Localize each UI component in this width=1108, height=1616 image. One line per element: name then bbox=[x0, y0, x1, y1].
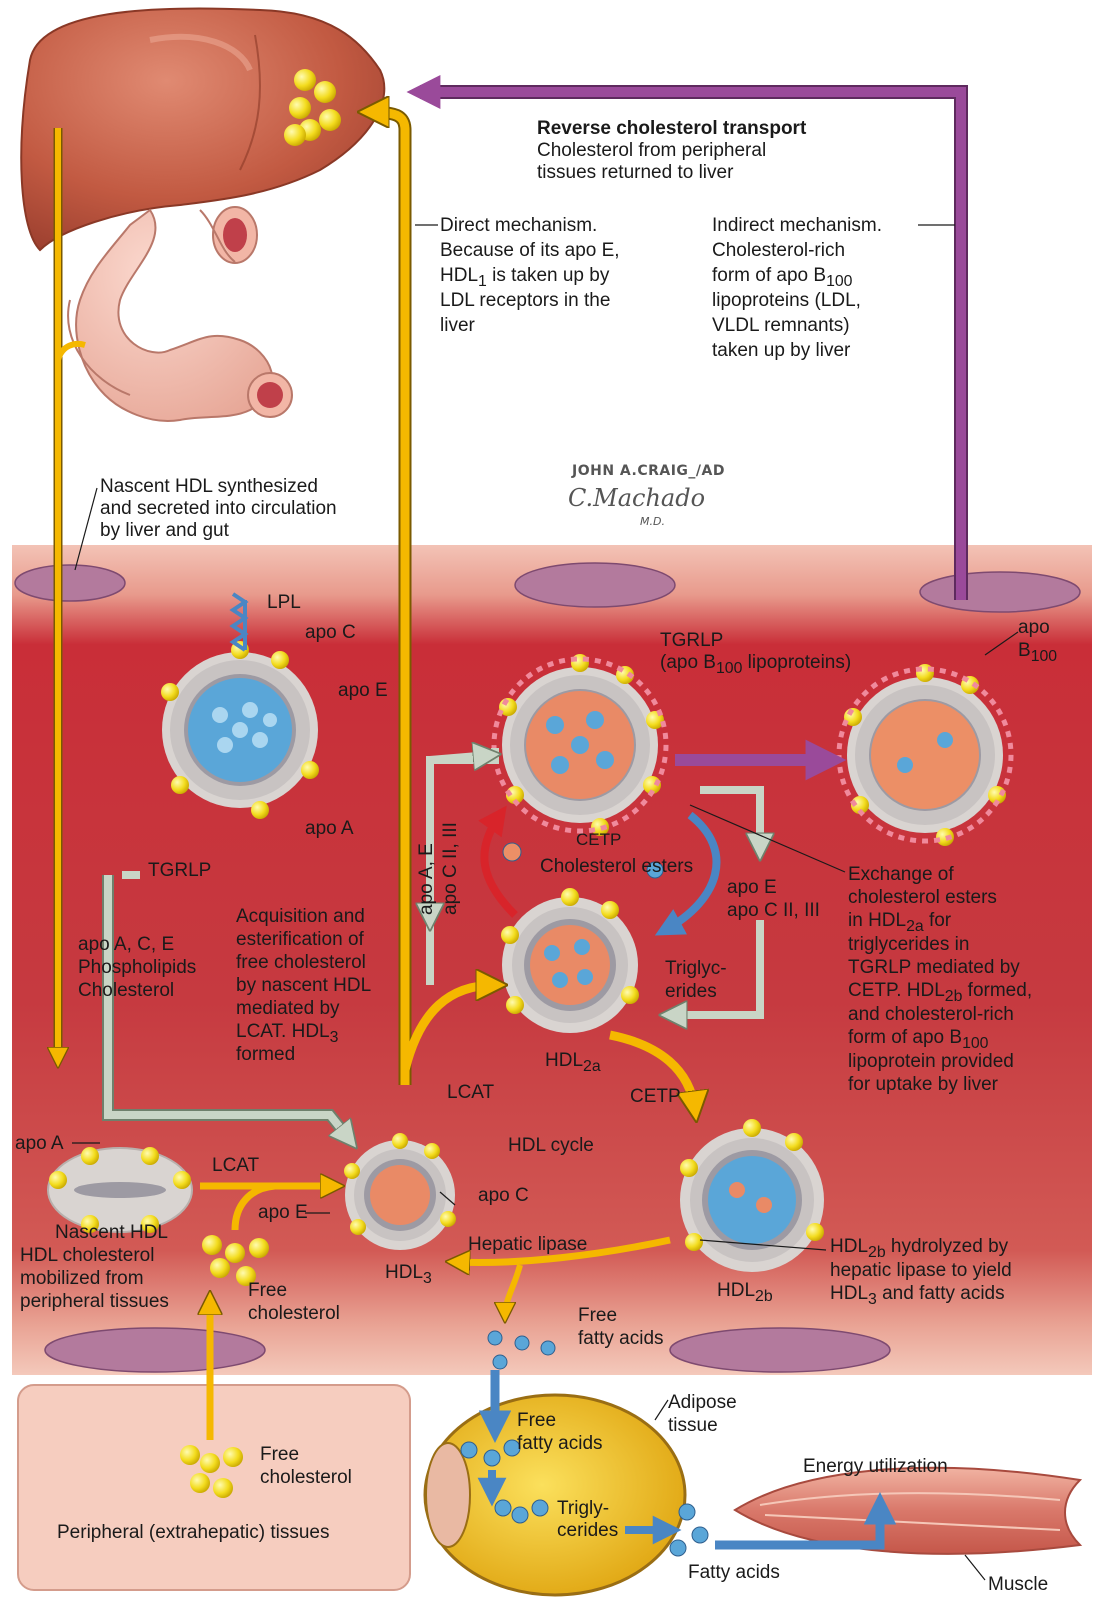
label-apo-c23-mid: apo C II, III bbox=[727, 900, 820, 922]
title-line-1: Cholesterol from peripheral bbox=[537, 140, 766, 162]
label-peripheral-tissues: Peripheral (extrahepatic) tissues bbox=[57, 1522, 329, 1544]
label-apo-ace: apo A, C, E bbox=[78, 934, 174, 956]
label-muscle: Muscle bbox=[988, 1574, 1048, 1596]
label-fatty-acids: Fatty acids bbox=[688, 1562, 780, 1584]
leader-line bbox=[655, 1400, 668, 1420]
acquisition-line-1: Acquisition and bbox=[236, 906, 365, 928]
direct-mechanism-line-5: liver bbox=[440, 315, 475, 337]
label-tgrlp: TGRLP bbox=[660, 630, 723, 652]
indirect-mechanism-line-4: lipoproteins (LDL, bbox=[712, 290, 861, 312]
label-free-fa-2: fatty acids bbox=[578, 1328, 664, 1350]
label-lpl: LPL bbox=[267, 592, 301, 614]
label-adipose-1: Adipose bbox=[668, 1392, 737, 1414]
label-apo-b100-1: apo bbox=[1018, 617, 1050, 639]
label-free-fa-adipose-2: fatty acids bbox=[517, 1433, 603, 1455]
label-triglycerides-1: Triglyc- bbox=[665, 958, 727, 980]
nascent-hdl-disc bbox=[48, 1147, 192, 1233]
title-heading: Reverse cholesterol transport bbox=[537, 118, 806, 140]
label-apo-a-top: apo A bbox=[305, 818, 354, 840]
apo-to-tgrlp-arrow bbox=[430, 755, 490, 760]
label-hepatic-lipase: Hepatic lipase bbox=[468, 1234, 587, 1256]
indirect-mechanism-line-3: form of apo B100 bbox=[712, 265, 852, 293]
title-line-2: tissues returned to liver bbox=[537, 162, 733, 184]
label-apo-b100-2: B100 bbox=[1018, 640, 1057, 668]
direct-mechanism-line-2: Because of its apo E, bbox=[440, 240, 620, 262]
label-free-cholesterol-2: cholesterol bbox=[248, 1303, 340, 1325]
acquisition-line-5: mediated by bbox=[236, 998, 340, 1020]
label-apo-a-left: apo A bbox=[15, 1133, 64, 1155]
direct-mechanism-line-1: Direct mechanism. bbox=[440, 215, 597, 237]
label-phospholipids: Phospholipids bbox=[78, 957, 196, 979]
indirect-mechanism-line-6: taken up by liver bbox=[712, 340, 850, 362]
acquisition-line-4: by nascent HDL bbox=[236, 975, 371, 997]
exchange-line-4: triglycerides in bbox=[848, 934, 969, 956]
label-apo-c-left: apo C bbox=[478, 1185, 529, 1207]
label-trigly-adipose-2: cerides bbox=[557, 1520, 618, 1542]
exchange-line-7: and cholesterol-rich bbox=[848, 1004, 1014, 1026]
label-cetp-top: CETP bbox=[576, 830, 621, 850]
acquisition-line-7: formed bbox=[236, 1044, 295, 1066]
indirect-mechanism-line-5: VLDL remnants) bbox=[712, 315, 850, 337]
label-tgrlp-left: TGRLP bbox=[148, 860, 211, 882]
label-cholesterol: Cholesterol bbox=[78, 980, 174, 1002]
label-free-fa-adipose-1: Free bbox=[517, 1410, 556, 1432]
indirect-mechanism-line-2: Cholesterol-rich bbox=[712, 240, 845, 262]
exchange-line-2: cholesterol esters bbox=[848, 887, 997, 909]
label-periph-free-1: Free bbox=[260, 1444, 299, 1466]
label-apo-e-top: apo E bbox=[338, 680, 388, 702]
gut bbox=[68, 207, 292, 421]
nascent-note-line-2: and secreted into circulation bbox=[100, 498, 337, 520]
label-lcat-mid: LCAT bbox=[447, 1082, 494, 1104]
indirect-mechanism-line-1: Indirect mechanism. bbox=[712, 215, 882, 237]
label-cetp-mid: CETP bbox=[630, 1086, 681, 1108]
nascent-left-line-1: Nascent HDL bbox=[55, 1222, 168, 1244]
nascent-note-line-1: Nascent HDL synthesized bbox=[100, 476, 318, 498]
label-periph-free-2: cholesterol bbox=[260, 1467, 352, 1489]
signature-md: M.D. bbox=[640, 515, 665, 528]
label-apo-c-top: apo C bbox=[305, 622, 356, 644]
nascent-left-line-4: peripheral tissues bbox=[20, 1291, 169, 1313]
label-free-cholesterol-1: Free bbox=[248, 1280, 287, 1302]
label-adipose-2: tissue bbox=[668, 1415, 718, 1437]
direct-mechanism-line-4: LDL receptors in the bbox=[440, 290, 610, 312]
nascent-left-line-2: HDL cholesterol bbox=[20, 1245, 154, 1267]
label-apo-e-left: apo E bbox=[258, 1202, 308, 1224]
label-hdl2b: HDL2b bbox=[717, 1280, 773, 1308]
label-hdl3: HDL3 bbox=[385, 1262, 432, 1290]
exchange-line-9: lipoprotein provided bbox=[848, 1051, 1014, 1073]
label-cholesterol-esters: Cholesterol esters bbox=[540, 856, 693, 878]
label-trigly-adipose-1: Trigly- bbox=[557, 1498, 609, 1520]
label-free-fa-1: Free bbox=[578, 1305, 617, 1327]
leader-line bbox=[965, 1555, 985, 1580]
exchange-line-10: for uptake by liver bbox=[848, 1074, 998, 1096]
label-energy-utilization: Energy utilization bbox=[803, 1456, 948, 1478]
acquisition-line-2: esterification of bbox=[236, 929, 364, 951]
signature-machado: C.Machado bbox=[568, 484, 705, 512]
direct-mechanism-line-3: HDL1 is taken up by bbox=[440, 265, 609, 293]
label-lcat-left: LCAT bbox=[212, 1155, 259, 1177]
label-hdl-cycle: HDL cycle bbox=[508, 1135, 594, 1157]
signature-craig: JOHN A.CRAIG_/AD bbox=[572, 463, 725, 479]
exchange-line-5: TGRLP mediated by bbox=[848, 957, 1020, 979]
label-apo-c23-vertical: apo C II, III bbox=[440, 822, 462, 915]
exchange-line-1: Exchange of bbox=[848, 864, 954, 886]
nascent-note-line-3: by liver and gut bbox=[100, 520, 229, 542]
label-tgrlp-apo: (apo B100 lipoproteins) bbox=[660, 652, 851, 680]
acquisition-line-3: free cholesterol bbox=[236, 952, 366, 974]
nascent-left-line-3: mobilized from bbox=[20, 1268, 144, 1290]
hydrolysis-line-3: HDL3 and fatty acids bbox=[830, 1283, 1005, 1311]
label-apo-e-mid: apo E bbox=[727, 877, 777, 899]
label-hdl2a: HDL2a bbox=[545, 1050, 601, 1078]
label-apo-ae-vertical: apo A, E bbox=[416, 843, 438, 915]
hydrolysis-line-2: hepatic lipase to yield bbox=[830, 1260, 1012, 1282]
label-triglycerides-2: erides bbox=[665, 981, 717, 1003]
